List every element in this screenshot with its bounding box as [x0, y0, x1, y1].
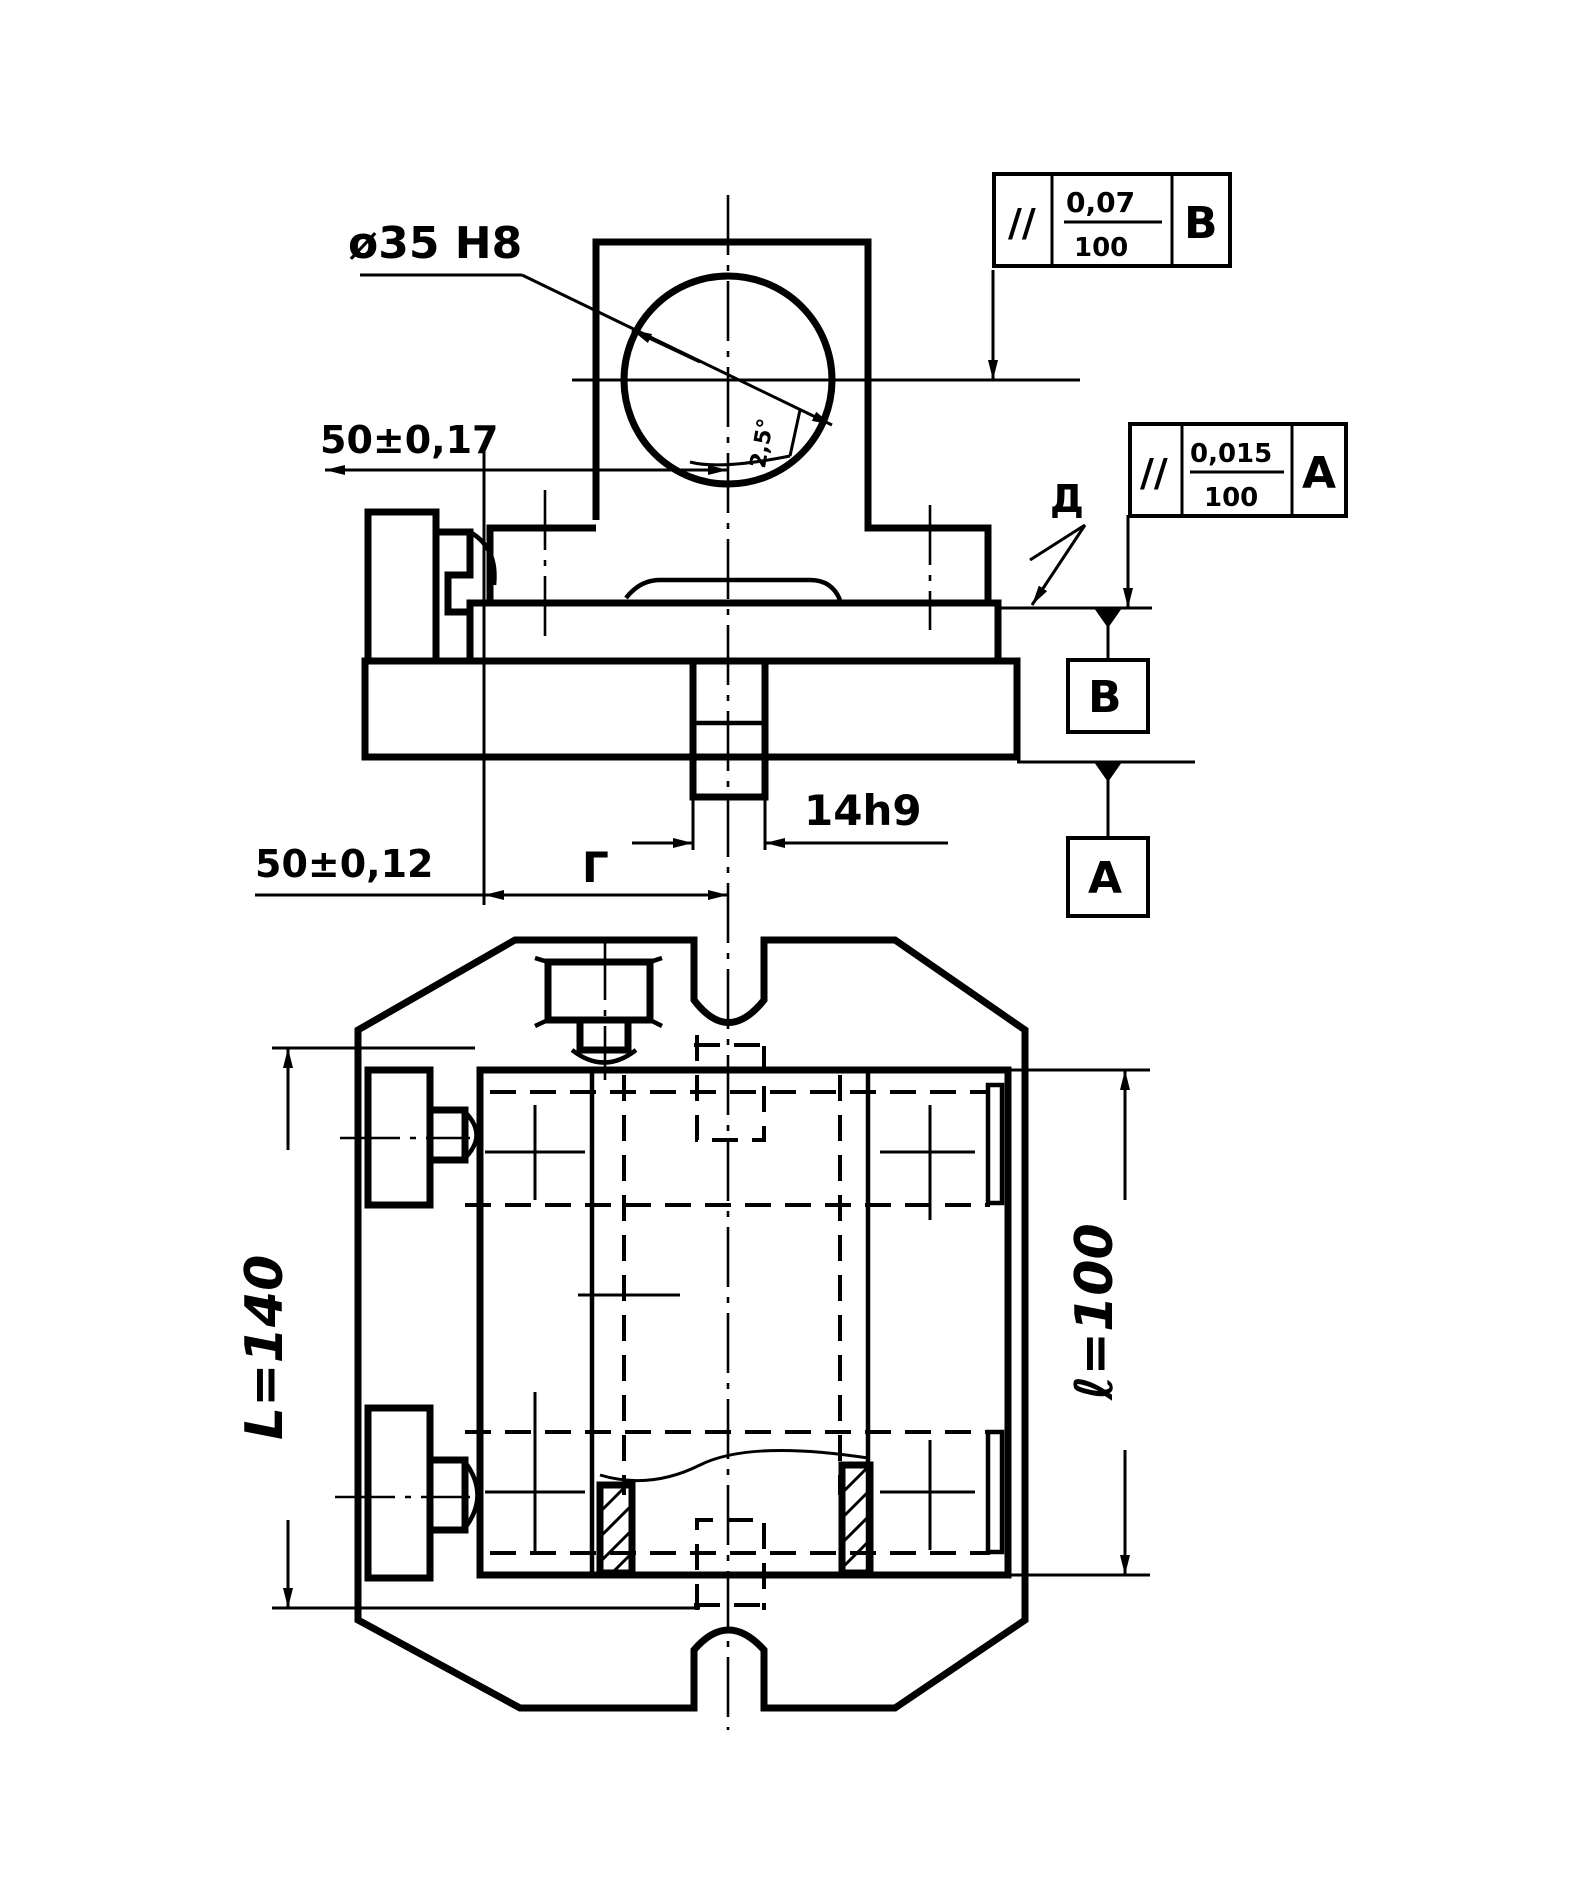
angle-leg [788, 409, 802, 457]
front-view [255, 195, 1195, 1730]
section-left [596, 1481, 636, 1577]
plate-recess [624, 577, 843, 601]
length-l-label: ℓ=100 [1065, 1223, 1125, 1401]
housing-outline [592, 238, 992, 603]
right-bar-top [985, 1082, 1005, 1206]
dim-50-012-label: 50±0,12 [255, 842, 433, 886]
left-clamp-bottom-screw [430, 1456, 469, 1534]
section-hatching [598, 1463, 872, 1575]
svg-text:А: А [1088, 853, 1122, 904]
left-clamp-bottom-tip [463, 1460, 480, 1530]
view-d-label: Д [1050, 477, 1084, 521]
section-right [838, 1461, 874, 1577]
housing-left-shoulder [486, 524, 596, 603]
angle-arc [689, 454, 791, 467]
tolerance-frame-1: // 0,07 100 В [992, 172, 1232, 268]
clamping-plate [466, 599, 1002, 665]
bolt-crosses [485, 1105, 975, 1552]
body-outline [354, 936, 1029, 1712]
view-d-arrow [1030, 524, 1087, 606]
tol2-symbol: // [1140, 451, 1168, 495]
right-bar-bottom [985, 1429, 1005, 1555]
left-jaw-screw [436, 528, 474, 616]
tolerance-frame-2: // 0,015 100 А [1128, 422, 1348, 518]
workpiece [476, 1066, 1012, 1579]
break-line [599, 1448, 869, 1483]
plan-view [272, 936, 1150, 1712]
left-jaw-tip [468, 530, 497, 586]
tol1-denominator: 100 [1074, 233, 1128, 263]
left-clamp-top-tip [463, 1110, 479, 1160]
tol1-datum: В [1184, 198, 1218, 249]
left-clamp-bottom [364, 1404, 434, 1582]
length-L-label: L=140 [235, 1255, 295, 1440]
tol2-datum: А [1302, 448, 1336, 499]
tol2-denominator: 100 [1204, 483, 1258, 513]
tol2-numerator: 0,015 [1190, 439, 1272, 469]
dim-50-017-label: 50±0,17 [320, 418, 498, 462]
datum-a-triangle [1094, 762, 1122, 782]
tol1-numerator: 0,07 [1066, 186, 1135, 219]
tol1-symbol: // [1008, 201, 1036, 245]
hidden-key-top [695, 1035, 766, 1142]
datum-box-v: В [1066, 658, 1150, 734]
bore-diameter-label: ø35 H8 [348, 218, 522, 269]
datum-v-triangle [1094, 608, 1122, 628]
hidden-key-bottom [695, 1518, 766, 1610]
stop-block [544, 958, 654, 1024]
key-width-label: 14h9 [804, 786, 922, 835]
key-slot [689, 657, 769, 801]
angle-label: 2,5° [746, 417, 779, 471]
svg-text:В: В [1088, 672, 1122, 723]
left-jaw [364, 508, 440, 665]
view-g-label: Г [582, 843, 609, 892]
diameter-leader-back [631, 328, 701, 364]
left-clamp-top-screw [430, 1106, 469, 1164]
view-d-leader [1029, 523, 1086, 562]
stop-block-edges [534, 955, 664, 1029]
datum-box-a: А [1066, 836, 1150, 918]
